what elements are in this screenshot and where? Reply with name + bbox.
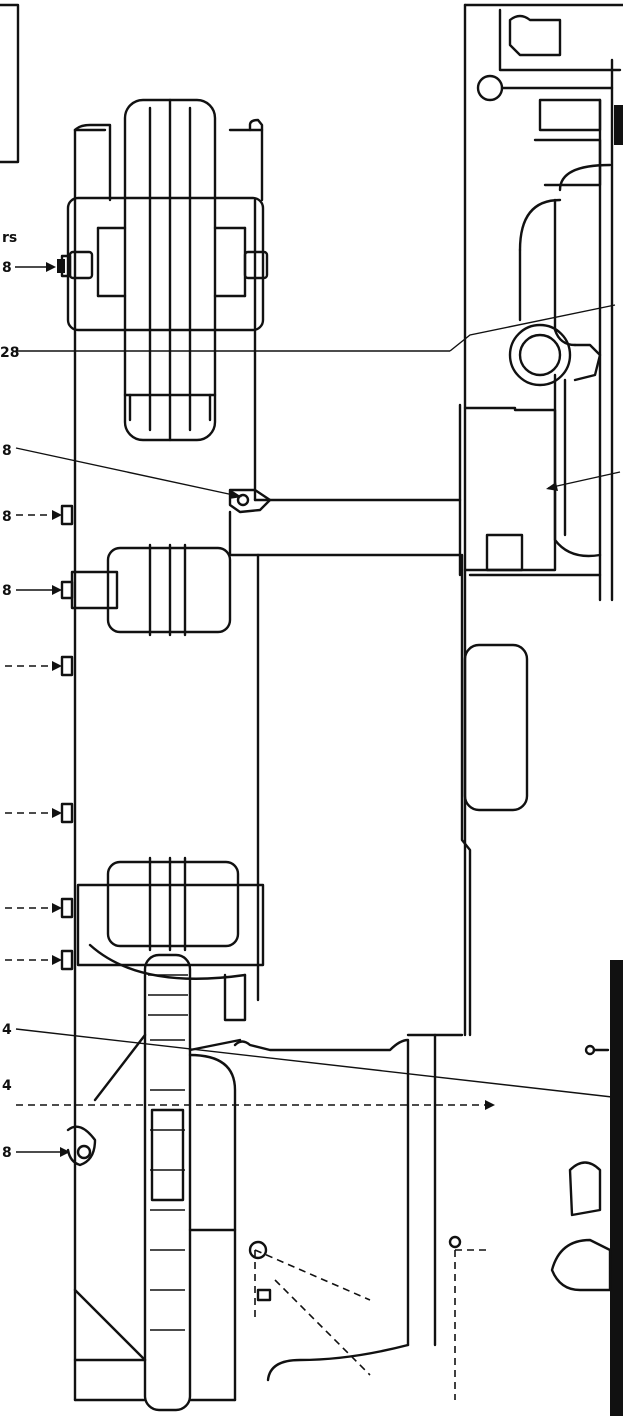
frame-edge [610, 960, 623, 1416]
track-roller [70, 543, 232, 637]
leader-line-right [547, 471, 621, 489]
rear-housing [66, 1033, 464, 1402]
grease-fitting-icon [57, 254, 72, 278]
arrowhead-6 [52, 661, 62, 671]
leader-line-3 [15, 447, 239, 497]
arrowhead-11 [60, 1147, 70, 1157]
track-frame [73, 118, 264, 1402]
callout-label-2: 28 [0, 345, 19, 361]
arrowhead-10 [485, 1100, 495, 1110]
leader-line-6 [15, 1028, 613, 1098]
sprocket-wheel [93, 953, 242, 1412]
callout-label-3: 8 [2, 443, 12, 459]
arrowhead-1 [46, 262, 56, 272]
callout-label-1: 8 [2, 260, 12, 276]
label-fragment-rs: rs [2, 230, 17, 246]
leader-lines [5, 262, 621, 1157]
arrowhead-7 [52, 808, 62, 818]
engine-compartment [458, 3, 623, 1037]
arrowhead-9 [52, 955, 62, 965]
callout-label-4: 8 [2, 509, 12, 525]
engine-block [476, 8, 622, 602]
callout-label-5: 8 [2, 583, 12, 599]
callout-label-8: 8 [2, 1145, 12, 1161]
lower-machinery [248, 1044, 612, 1400]
callout-label-6: 4 [2, 1022, 12, 1038]
arrowhead-8 [52, 903, 62, 913]
grease-fitting-icon [60, 504, 74, 971]
mounting-bracket [228, 488, 462, 557]
leader-line-2b [449, 304, 616, 352]
idler-wheel [66, 98, 269, 442]
legend-box [0, 3, 20, 164]
frame-edge [614, 105, 623, 145]
arrowhead-4 [52, 510, 62, 520]
arrowhead-5 [52, 585, 62, 595]
callout-label-7: 4 [2, 1078, 12, 1094]
